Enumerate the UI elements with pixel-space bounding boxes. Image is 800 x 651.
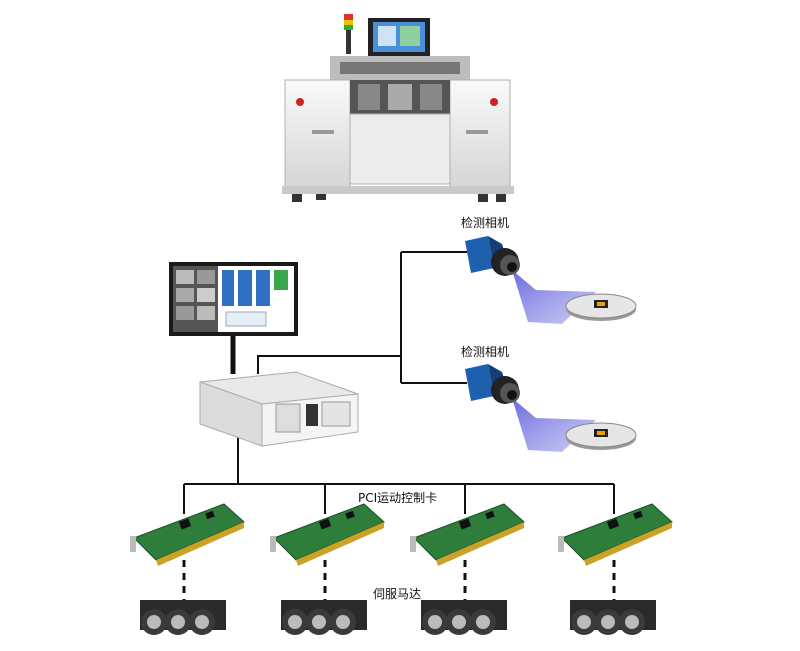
industrial-camera-icon <box>465 236 637 324</box>
pci-card-icon <box>410 503 525 566</box>
servo-motor-label: 伺服马达 <box>373 587 422 601</box>
servo-motor-icon <box>570 600 656 635</box>
pci-card-icon <box>130 503 245 566</box>
camera-label-top: 检测相机 <box>461 216 510 230</box>
servo-motor-icon <box>421 600 507 635</box>
motion-card-label: PCI运动控制卡 <box>358 491 438 505</box>
industrial-pc-icon <box>199 371 359 447</box>
servo-motor-icon <box>140 600 226 635</box>
monitor-icon <box>169 262 298 336</box>
inspection-machine-icon <box>282 14 514 202</box>
servo-motor-icon <box>281 600 367 635</box>
industrial-camera-icon <box>465 364 637 452</box>
camera-label-bottom: 检测相机 <box>461 345 510 359</box>
pci-card-icon <box>558 503 673 566</box>
pci-card-icon <box>270 503 385 566</box>
connection-lines <box>182 251 616 600</box>
